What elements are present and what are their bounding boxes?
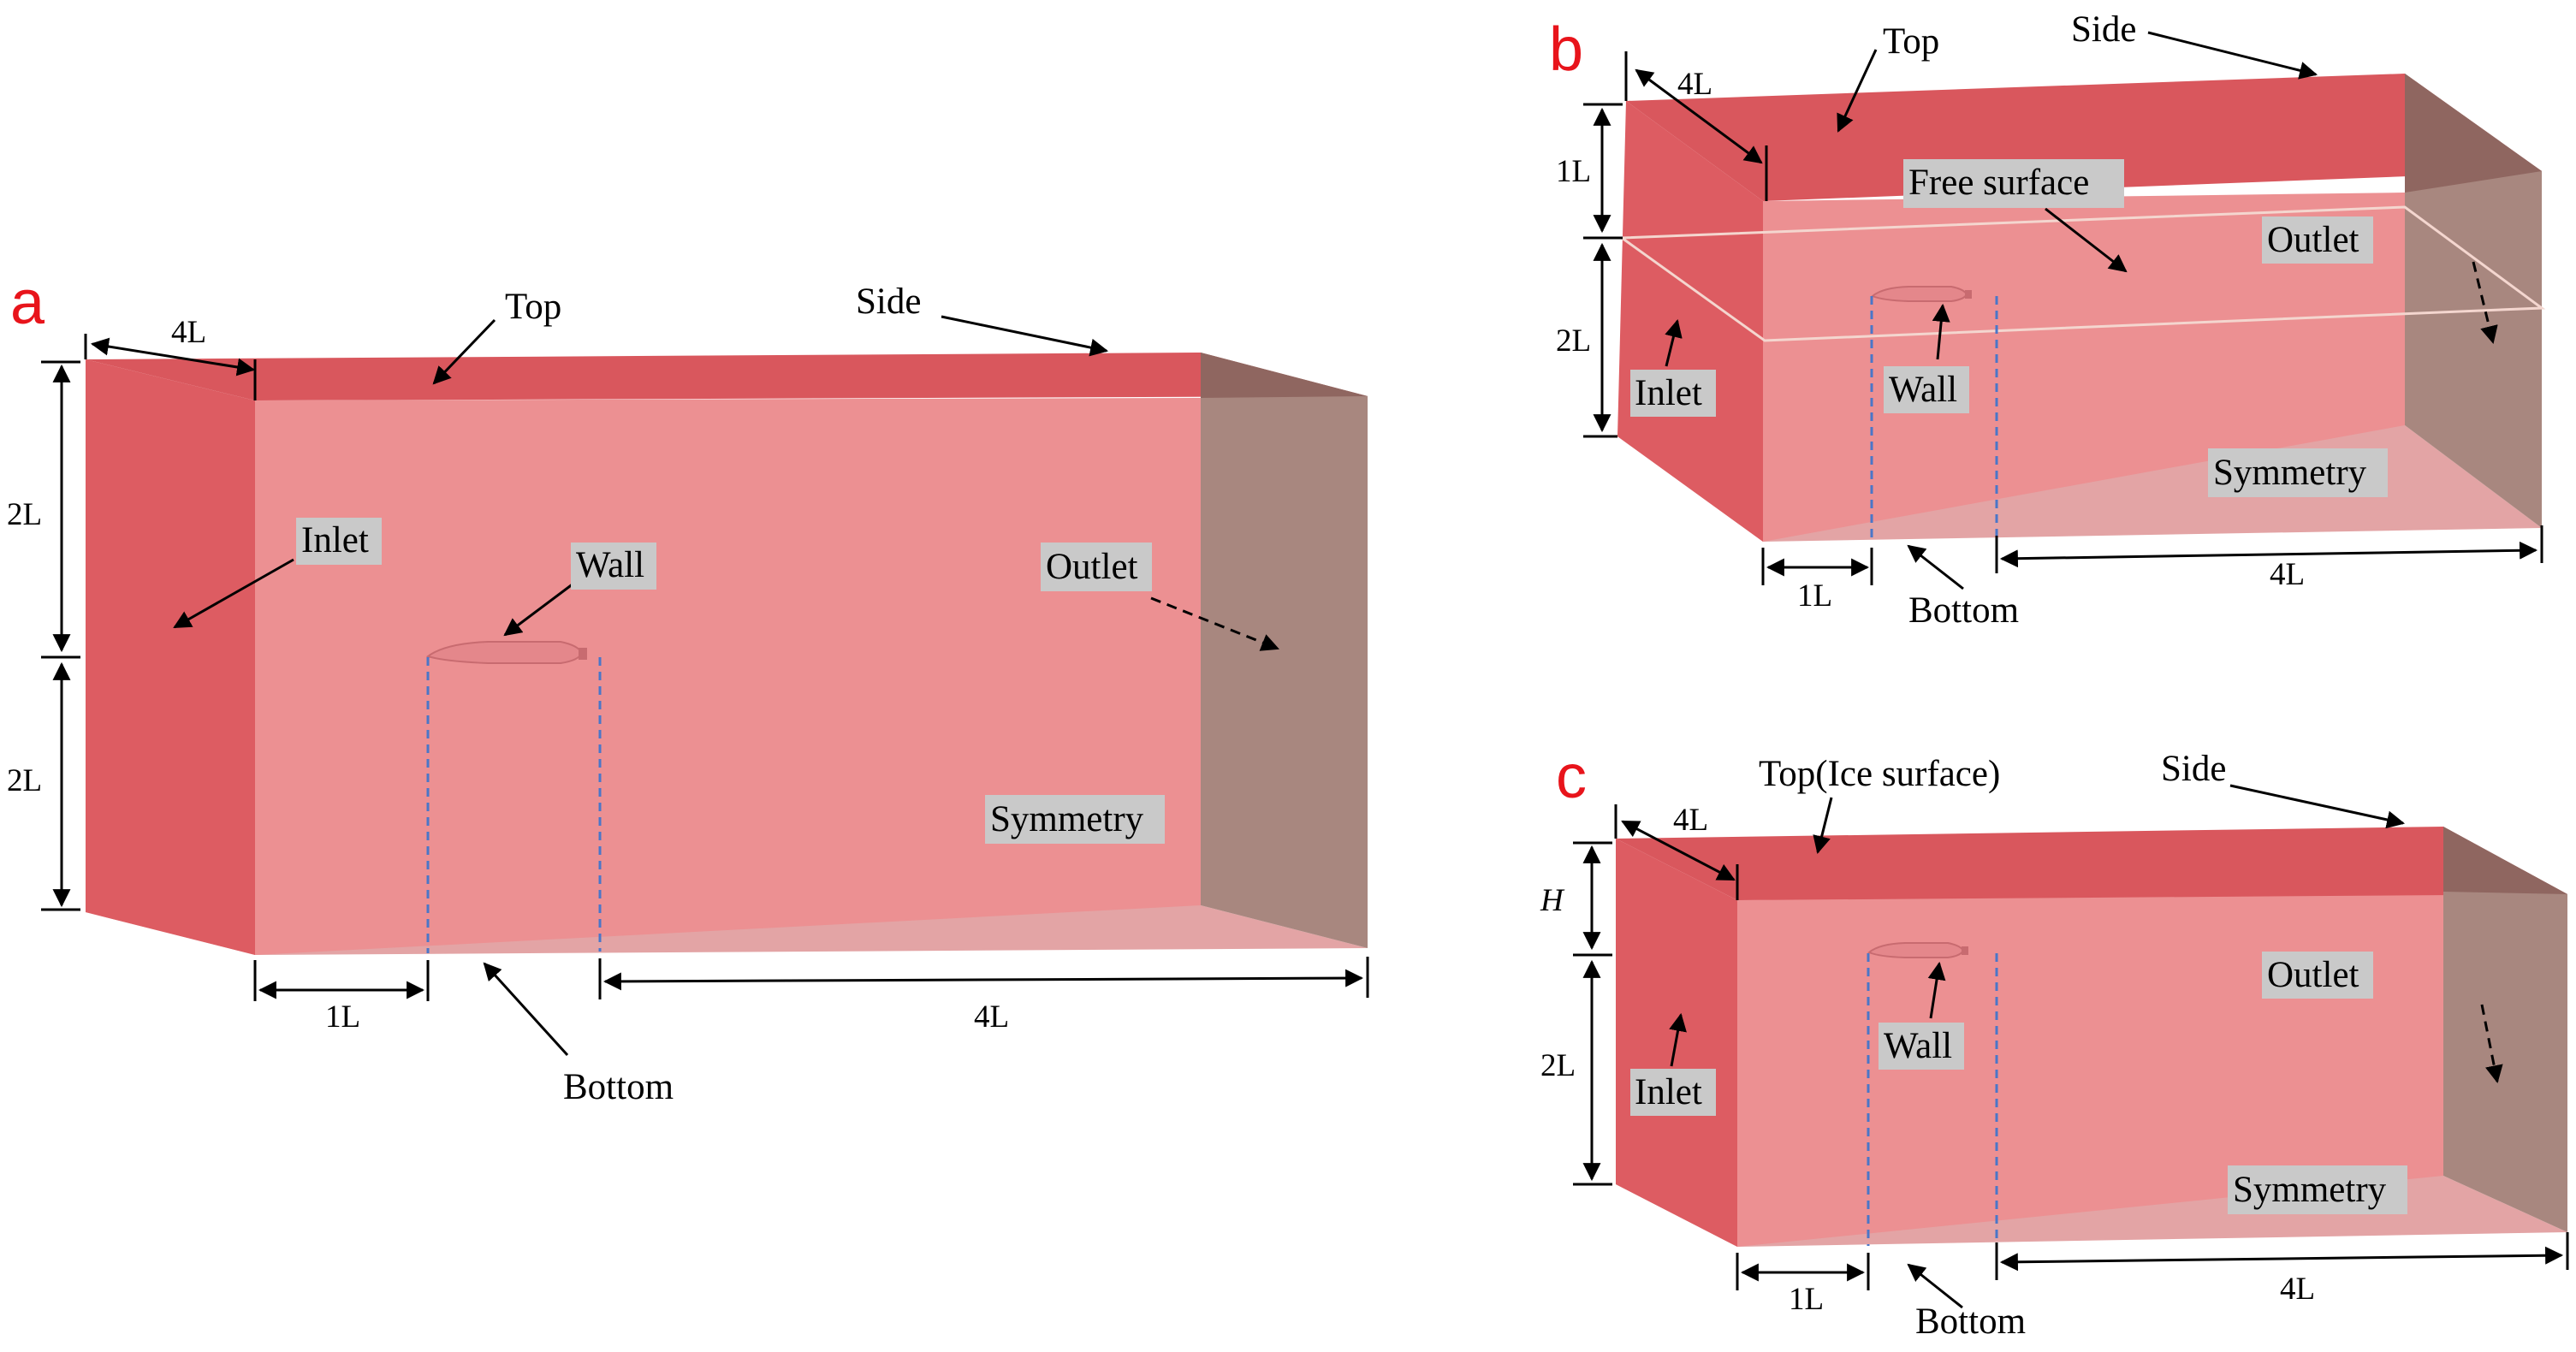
panel-b-symmetry-label-bg bbox=[2208, 448, 2388, 497]
panel-c-arrows bbox=[1669, 784, 2503, 1309]
panel-a-front-face bbox=[255, 398, 1201, 955]
panel-b-wall-label-bg bbox=[1884, 366, 1969, 413]
panel-a-outlet-label-bg bbox=[1041, 543, 1152, 591]
panel-a-top-face bbox=[86, 353, 1368, 400]
panel-b-dim-width-top: 4L bbox=[1677, 67, 1712, 102]
panel-b-arrows bbox=[1665, 31, 2498, 590]
panel-b-dim-height-upper: 1L bbox=[1556, 154, 1591, 189]
panel-c-top-face bbox=[1616, 827, 2567, 900]
panel-c-outlet-face bbox=[2443, 827, 2567, 1232]
panel-b-top-label: Top bbox=[1883, 21, 1939, 62]
panel-c-top-label: Top(Ice surface) bbox=[1759, 754, 2000, 794]
panel-b-outlet-label: Outlet bbox=[2267, 220, 2359, 260]
panel-c-bottom-label: Bottom bbox=[1915, 1302, 2026, 1342]
panel-letter-c: c bbox=[1556, 743, 1587, 811]
panel-b-dimensions bbox=[1583, 51, 2543, 585]
panel-c-dim-height-lower: 2L bbox=[1540, 1048, 1576, 1083]
panel-b-inlet-label: Inlet bbox=[1635, 373, 1702, 413]
panel-a-dim-width-top: 4L bbox=[171, 315, 206, 350]
panel-b-free-surface-label-bg bbox=[1903, 159, 2124, 208]
panel-c-outlet-label-bg bbox=[2262, 952, 2373, 999]
panel-b-side-label: Side bbox=[2071, 9, 2136, 50]
panel-b-inlet-face bbox=[1617, 101, 1763, 542]
panel-a-dimensions bbox=[41, 334, 1369, 1001]
panel-b: b bbox=[1549, 9, 2546, 631]
panel-a-inlet-label: Inlet bbox=[301, 520, 369, 560]
panel-c-inlet-label: Inlet bbox=[1635, 1072, 1702, 1112]
panel-b-outlet-label-bg bbox=[2262, 216, 2373, 264]
panel-c-symmetry-label-bg bbox=[2228, 1165, 2407, 1214]
panel-c-wall-label-bg bbox=[1879, 1023, 1964, 1070]
panel-c-dimensions bbox=[1573, 804, 2569, 1290]
panel-b-dim-front: 1L bbox=[1797, 578, 1832, 614]
panel-a-side-label: Side bbox=[856, 282, 921, 322]
panel-a-outlet-face bbox=[1201, 353, 1368, 948]
panel-a-dim-height-upper: 2L bbox=[7, 497, 42, 532]
panel-a-arrows bbox=[173, 315, 1279, 1057]
panel-c-dim-height-upper: H bbox=[1540, 883, 1565, 918]
panel-a-dim-back: 4L bbox=[974, 999, 1009, 1035]
panel-b-free-surface-plane bbox=[1617, 205, 2546, 342]
panel-a: a bbox=[7, 269, 1369, 1107]
panel-b-free-surface-label: Free surface bbox=[1908, 163, 2089, 203]
panel-c: c bbox=[1540, 743, 2569, 1342]
panel-c-wall-label: Wall bbox=[1884, 1026, 1952, 1066]
panel-b-dim-back: 4L bbox=[2270, 557, 2305, 592]
panel-a-top-label: Top bbox=[505, 287, 561, 327]
panel-a-outlet-label: Outlet bbox=[1046, 547, 1138, 587]
panel-b-outlet-corner bbox=[2405, 74, 2542, 193]
panel-b-top-face bbox=[1626, 74, 2542, 201]
panel-c-outlet-label: Outlet bbox=[2267, 955, 2359, 995]
panel-c-symmetry-label: Symmetry bbox=[2233, 1170, 2387, 1210]
panel-a-dim-front: 1L bbox=[325, 999, 360, 1035]
panel-b-inlet-label-bg bbox=[1630, 370, 1716, 417]
panel-b-bottom-label: Bottom bbox=[1908, 590, 2019, 631]
panel-a-symmetry-label-bg bbox=[985, 795, 1165, 844]
panel-a-outlet-corner bbox=[1201, 353, 1368, 398]
panel-b-wall-label: Wall bbox=[1889, 370, 1957, 410]
panel-b-symmetry-label: Symmetry bbox=[2213, 453, 2367, 493]
panel-b-dim-height-lower: 2L bbox=[1556, 323, 1591, 359]
panel-c-outlet-corner bbox=[2443, 827, 2567, 894]
panel-a-symmetry-label: Symmetry bbox=[990, 799, 1144, 839]
panel-a-wall-label-bg bbox=[571, 543, 656, 590]
panel-b-submarine bbox=[1871, 286, 1972, 302]
panel-a-submarine bbox=[425, 641, 587, 664]
panel-a-dim-height-lower: 2L bbox=[7, 763, 42, 798]
panel-a-inlet-label-bg bbox=[296, 518, 382, 565]
panel-c-dim-back: 4L bbox=[2280, 1272, 2315, 1307]
panel-c-dim-front: 1L bbox=[1789, 1282, 1824, 1317]
panel-letter-b: b bbox=[1549, 15, 1583, 84]
panel-a-bottom-label: Bottom bbox=[563, 1067, 674, 1107]
panel-c-dim-width-top: 4L bbox=[1673, 803, 1708, 838]
panel-c-side-label: Side bbox=[2161, 749, 2226, 789]
panel-a-wall-label: Wall bbox=[576, 545, 644, 585]
panel-c-inlet-label-bg bbox=[1630, 1069, 1716, 1116]
panel-a-inlet-face bbox=[86, 359, 255, 955]
panel-c-submarine bbox=[1867, 942, 1968, 958]
panel-letter-a: a bbox=[10, 269, 45, 337]
